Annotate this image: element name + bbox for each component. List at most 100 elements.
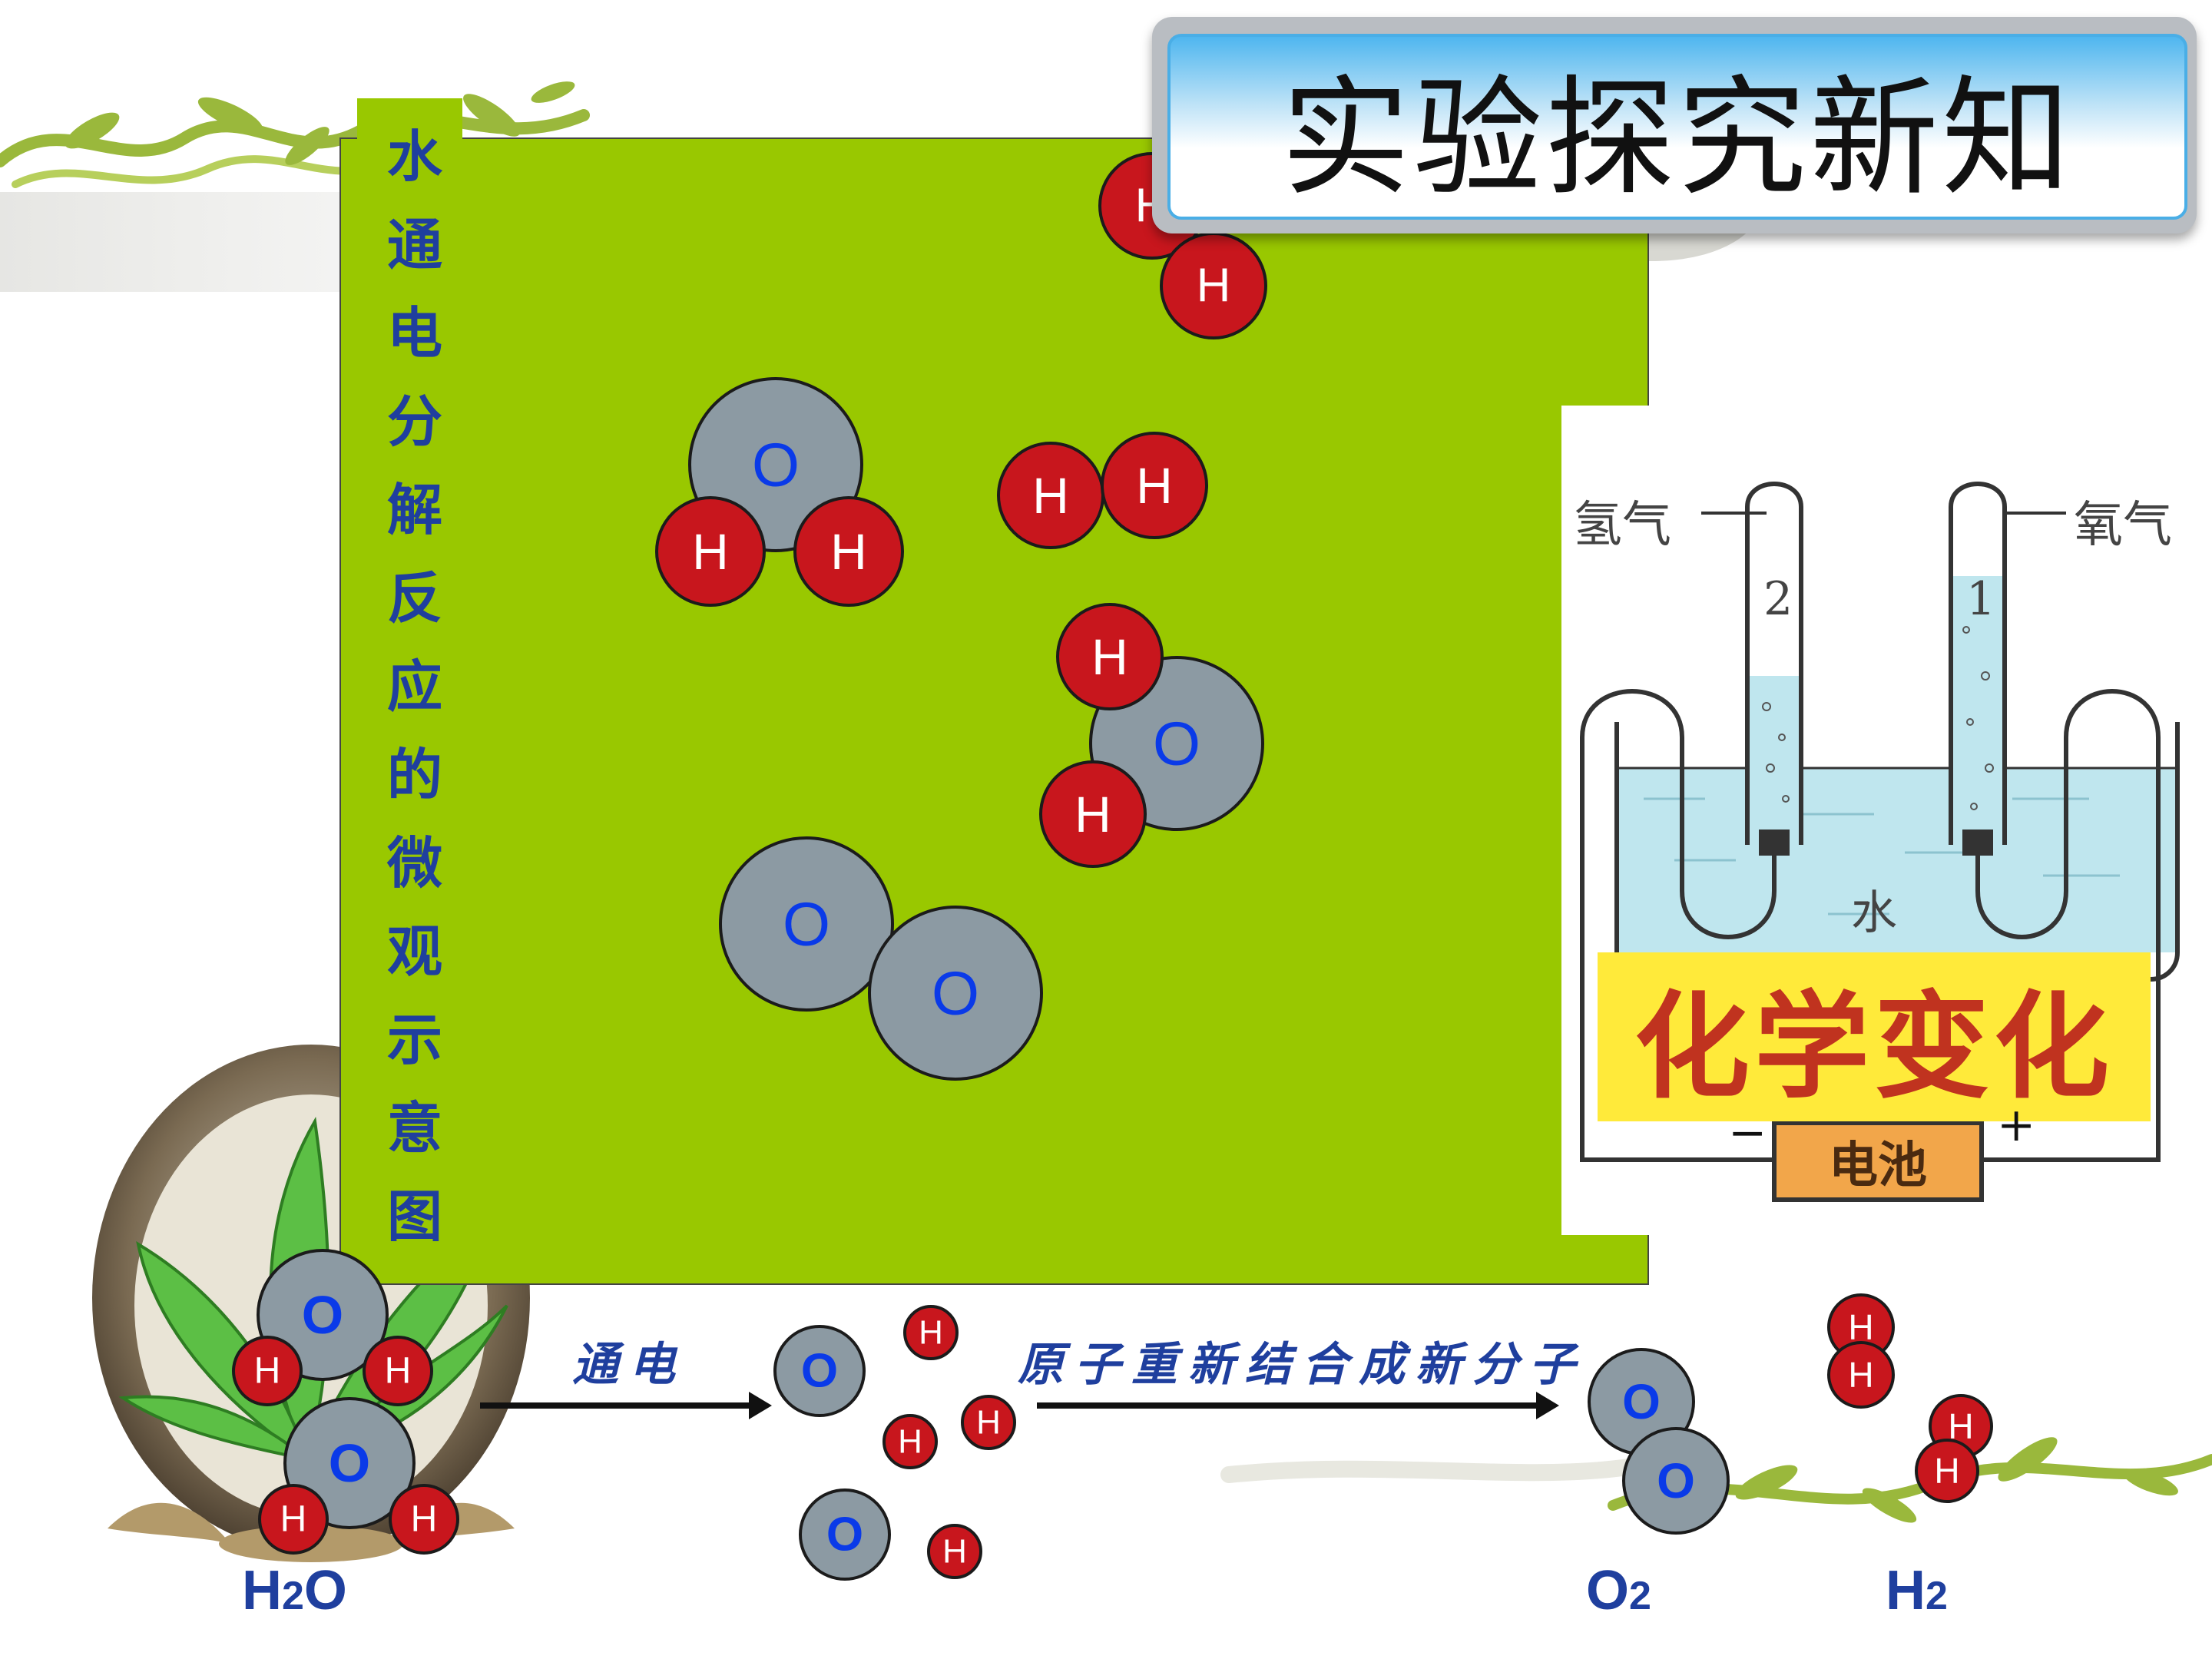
hydrogen-atom-shape xyxy=(927,1524,982,1579)
vine-leaves-top xyxy=(65,81,575,165)
hydrogen-symbol: H xyxy=(1136,457,1173,514)
vine-leaves-bottom xyxy=(1735,1437,2178,1523)
oxygen-atom-shape xyxy=(719,836,894,1012)
vertical-label-char: 示 xyxy=(386,1007,442,1072)
hydrogen-atom: H xyxy=(258,1484,329,1555)
hydrogen-atom: H xyxy=(961,1395,1016,1450)
battery-label: 电池 xyxy=(1829,1137,1927,1194)
hydrogen-atom: H xyxy=(927,1524,982,1579)
battery-plus: + xyxy=(1997,1098,2036,1152)
wire-right xyxy=(1975,689,2161,1162)
title-inner: 实验探究新知 xyxy=(1167,34,2187,220)
oxygen-symbol: O xyxy=(783,890,830,959)
tube-right-number: 1 xyxy=(1966,572,1996,626)
reactant-main: H xyxy=(242,1560,282,1621)
hydrogen-atom-shape xyxy=(1915,1439,1979,1503)
wire-left xyxy=(1580,689,1777,1162)
vertical-label-char: 应 xyxy=(386,654,442,719)
oxygen-atom-shape xyxy=(868,906,1043,1081)
hydrogen-symbol: H xyxy=(280,1499,307,1540)
hydrogen-symbol: H xyxy=(1032,467,1069,524)
oxygen-atom: O xyxy=(1622,1427,1730,1535)
water-label: 水 xyxy=(1851,886,1897,940)
vertical-label-char: 意 xyxy=(386,1095,442,1161)
oxygen-atom-shape xyxy=(1622,1427,1730,1535)
oxygen-symbol: O xyxy=(302,1285,343,1345)
hydrogen-atom-shape xyxy=(793,496,904,607)
hydrogen-atom: H xyxy=(793,496,904,607)
product1-sub: 2 xyxy=(1629,1574,1651,1618)
reactant-sub: 2 xyxy=(282,1574,304,1618)
oxygen-atom-shape xyxy=(773,1325,866,1417)
hydrogen-atom: H xyxy=(1101,432,1208,539)
hydrogen-atom: H xyxy=(1915,1439,1979,1503)
hydrogen-atom-shape xyxy=(258,1484,329,1555)
hydrogen-atom: H xyxy=(1039,760,1147,868)
hydrogen-gas-label: 氢气 xyxy=(1573,497,1671,554)
gas-bubbles xyxy=(1762,626,1994,810)
hydrogen-atom: H xyxy=(389,1484,459,1555)
electrolysis-label: 通电 xyxy=(572,1338,686,1392)
hydrogen-symbol: H xyxy=(919,1314,943,1352)
hydrogen-symbol: H xyxy=(976,1404,1001,1442)
hydrogen-atom-shape xyxy=(389,1484,459,1555)
hydrogen-symbol: H xyxy=(1934,1451,1959,1491)
hydrogen-atom-shape xyxy=(961,1395,1016,1450)
atoms-layer: OHHHHHHOHHOOOHHOHHOOHHHHOOHHHH xyxy=(232,152,1993,1581)
product1-main: O xyxy=(1586,1560,1630,1621)
vertical-label-char: 观 xyxy=(386,919,442,984)
reactant-formula: H2O xyxy=(242,1559,347,1622)
hydrogen-atom-shape xyxy=(655,496,766,607)
hydrogen-symbol: H xyxy=(1197,260,1231,313)
hydrogen-symbol: H xyxy=(254,1351,281,1392)
reactant-tail: O xyxy=(303,1560,347,1621)
arrow-recombine xyxy=(1037,1392,1559,1419)
hydrogen-atom: H xyxy=(1160,232,1267,339)
hydrogen-atom-shape xyxy=(363,1336,433,1406)
hydrogen-atom-shape xyxy=(1827,1341,1895,1409)
vertical-label-char: 的 xyxy=(386,742,442,807)
oxygen-gas-label: 氧气 xyxy=(2074,497,2172,554)
chemical-change-label: 化学变化 xyxy=(1598,952,2151,1121)
oxygen-atom: O xyxy=(773,1325,866,1417)
label-tab xyxy=(357,98,462,144)
battery-minus: − xyxy=(1728,1106,1767,1160)
hydrogen-symbol: H xyxy=(830,523,867,580)
product2-main: H xyxy=(1886,1560,1926,1621)
oxygen-symbol: O xyxy=(1153,710,1200,778)
vertical-label-char: 水 xyxy=(386,124,442,189)
hydrogen-atom: H xyxy=(1056,603,1164,710)
oxygen-symbol: O xyxy=(752,431,800,499)
hydrogen-symbol: H xyxy=(692,523,729,580)
hydrogen-atom-shape xyxy=(1039,760,1147,868)
oxygen-symbol: O xyxy=(329,1433,370,1493)
hydrogen-atom: H xyxy=(882,1414,938,1469)
battery xyxy=(1772,1121,1984,1202)
hydrogen-atom-shape xyxy=(232,1336,303,1406)
arrow-electrolysis xyxy=(480,1392,772,1419)
test-tube-right xyxy=(1949,482,2007,856)
vertical-label-char: 电 xyxy=(386,300,442,366)
vertical-label-char: 分 xyxy=(386,389,442,454)
product-oxygen-formula: O2 xyxy=(1586,1559,1651,1622)
product2-sub: 2 xyxy=(1926,1574,1948,1618)
vertical-label-char: 反 xyxy=(386,565,442,631)
oxygen-atom: O xyxy=(799,1488,891,1581)
hydrogen-atom-shape xyxy=(882,1414,938,1469)
hydrogen-atom: H xyxy=(655,496,766,607)
hydrogen-symbol: H xyxy=(942,1533,967,1571)
green-panel xyxy=(339,137,1649,1285)
hydrogen-symbol: H xyxy=(1848,1307,1873,1347)
vertical-label-char: 微 xyxy=(386,830,442,896)
hydrogen-atom: H xyxy=(1827,1293,1895,1361)
hydrogen-atom: H xyxy=(903,1305,959,1360)
product-hydrogen-formula: H2 xyxy=(1886,1559,1948,1622)
hydrogen-atom-shape xyxy=(903,1305,959,1360)
hydrogen-atom-shape xyxy=(1101,432,1208,539)
test-tube-left xyxy=(1745,482,1803,856)
hydrogen-atom: H xyxy=(1827,1341,1895,1409)
vertical-label-char: 图 xyxy=(386,1184,442,1249)
hydrogen-atom-shape xyxy=(1160,232,1267,339)
